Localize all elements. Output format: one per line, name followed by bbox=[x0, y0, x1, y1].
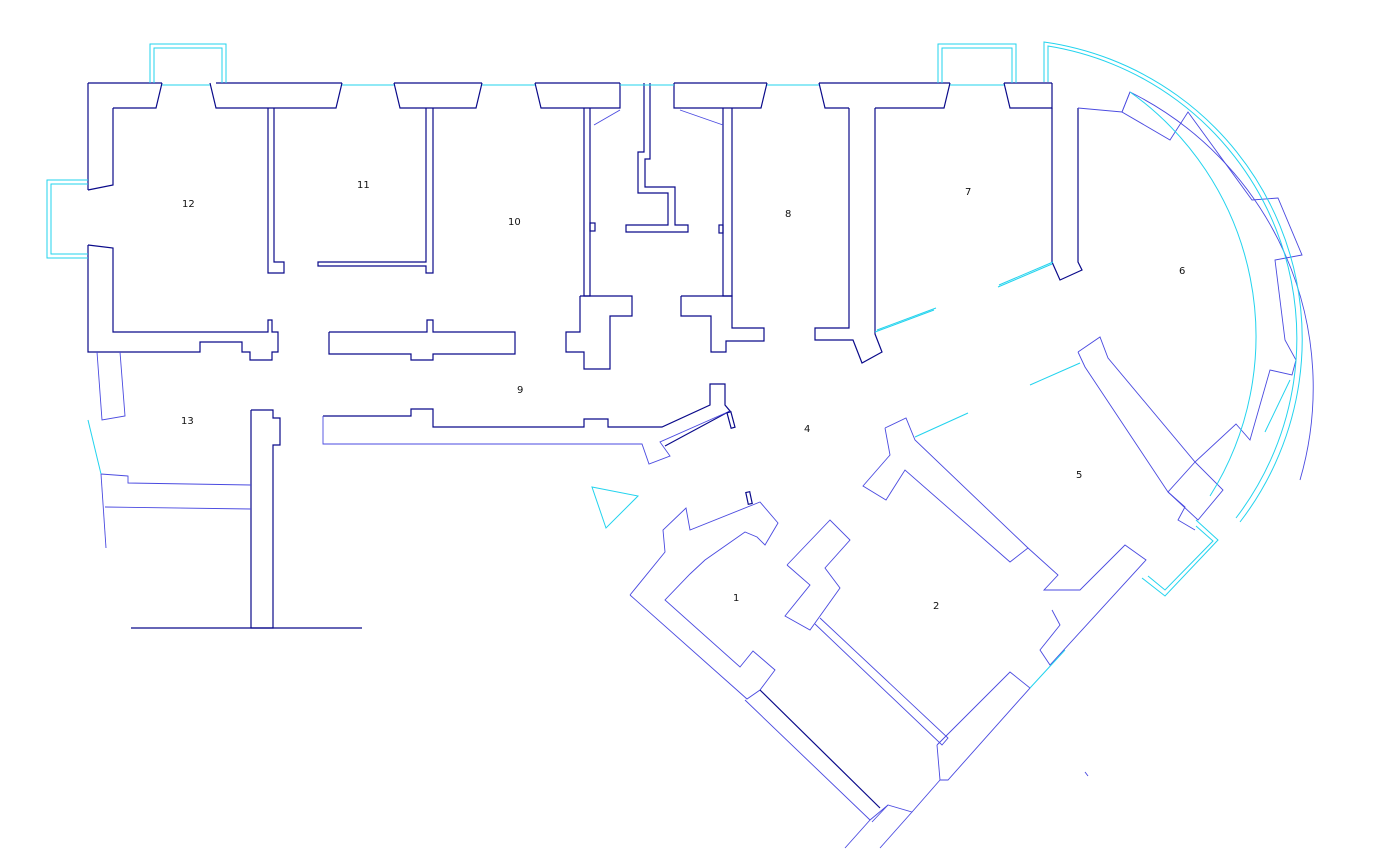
corridor-south-wall-inner bbox=[322, 410, 731, 465]
opening-2 bbox=[1029, 649, 1066, 689]
exterior-walls bbox=[87, 82, 1053, 361]
north-wall-pier-2 bbox=[393, 82, 483, 109]
room-label-7: 7 bbox=[965, 187, 971, 198]
east-wing-walls bbox=[593, 91, 1314, 849]
room13-south-inner bbox=[100, 473, 252, 486]
bay-window-diag-inner bbox=[1147, 525, 1214, 591]
small-mark bbox=[1084, 771, 1089, 777]
bay-window-2 bbox=[937, 43, 1017, 83]
south-diagonal-joint bbox=[871, 804, 889, 823]
room1-east-partition bbox=[784, 519, 851, 631]
room-label-13: 13 bbox=[181, 416, 194, 427]
room-label-11: 11 bbox=[357, 180, 370, 191]
bay-window-2-inner bbox=[941, 47, 1013, 83]
windows bbox=[46, 41, 1303, 689]
partition-stair-8-stub bbox=[718, 224, 724, 234]
room13-south-wall bbox=[100, 473, 107, 549]
north-wall-pier-6 bbox=[875, 82, 951, 109]
triangle-marker bbox=[591, 486, 640, 529]
room-label-2: 2 bbox=[933, 601, 939, 612]
room-label-8: 8 bbox=[785, 209, 791, 220]
west-wall-2 bbox=[87, 244, 279, 361]
curved-window-outer bbox=[1043, 41, 1303, 523]
corridor-south-wall bbox=[323, 383, 731, 447]
opening-5 bbox=[1029, 362, 1081, 386]
curved-wall-piers bbox=[1121, 91, 1303, 521]
partition-7-6 bbox=[1051, 108, 1083, 281]
opening-4 bbox=[914, 412, 969, 438]
opening-7 bbox=[874, 309, 935, 333]
door-swing-10 bbox=[593, 109, 621, 126]
north-wall-pier-3 bbox=[534, 82, 621, 109]
door-swing-8 bbox=[679, 109, 724, 126]
opening-curve-lower bbox=[1264, 379, 1291, 433]
partition-10-stub bbox=[589, 222, 596, 232]
south-diagonal-wall bbox=[759, 689, 881, 809]
room-label-9: 9 bbox=[517, 385, 523, 396]
partition-10-stair bbox=[583, 108, 591, 297]
north-wall-pier-7 bbox=[1003, 82, 1053, 109]
pillar-8-left bbox=[680, 295, 765, 353]
south-diagonal-wall-outer bbox=[744, 699, 941, 821]
north-wall-pier-5 bbox=[818, 82, 849, 109]
bay-window-1-inner bbox=[153, 47, 223, 83]
wall-5-2 bbox=[1027, 544, 1147, 666]
room2-east-wall bbox=[936, 671, 1031, 781]
partition-11-10 bbox=[317, 108, 434, 274]
south-diagonal-tail-2 bbox=[879, 811, 913, 849]
room13-west-wall bbox=[96, 351, 126, 421]
partition-12-11 bbox=[267, 108, 285, 274]
room13-south-inner-2 bbox=[104, 506, 252, 510]
pillar-10-left bbox=[565, 295, 633, 370]
room2-south-wall bbox=[814, 617, 949, 746]
opening-7-b bbox=[876, 307, 937, 331]
room-label-1: 1 bbox=[733, 593, 739, 604]
bay-window-west bbox=[46, 179, 88, 259]
curved-window-inner bbox=[1047, 45, 1298, 519]
room1-door-stub bbox=[745, 491, 753, 505]
curved-wall-outer bbox=[1077, 91, 1314, 481]
bay-window-1 bbox=[149, 43, 227, 83]
bay-window-diag bbox=[1141, 519, 1219, 597]
room-label-10: 10 bbox=[508, 217, 521, 228]
room13-partition bbox=[250, 409, 281, 629]
stair-shaft bbox=[625, 83, 689, 233]
room-label-12: 12 bbox=[182, 199, 195, 210]
north-wall-pier-1 bbox=[209, 82, 343, 109]
curved-window-outer-2 bbox=[1129, 91, 1257, 497]
bay-window-west-inner bbox=[50, 183, 88, 255]
room-label-5: 5 bbox=[1076, 470, 1082, 481]
west-wall-window-reveal bbox=[87, 108, 114, 191]
room-label-6: 6 bbox=[1179, 266, 1185, 277]
wall-6-5-inner bbox=[1077, 351, 1169, 493]
room1-wall bbox=[629, 501, 779, 700]
wall-4-5 bbox=[862, 417, 1029, 563]
north-wall-pier-4 bbox=[673, 82, 768, 109]
opening-6 bbox=[997, 263, 1053, 288]
room-labels: 1 2 4 5 6 7 8 9 10 11 12 13 bbox=[181, 180, 1185, 612]
opening-6-b bbox=[998, 261, 1054, 286]
room-label-4: 4 bbox=[804, 424, 810, 435]
corridor-door-stub bbox=[726, 411, 736, 429]
glazing-7 bbox=[87, 419, 102, 475]
partition-8-7 bbox=[814, 108, 883, 364]
interior-walls bbox=[96, 83, 1083, 629]
corridor-north-wall bbox=[328, 319, 516, 361]
south-diagonal-tail bbox=[844, 819, 871, 849]
north-wall-inner bbox=[113, 82, 163, 109]
wall-6-5 bbox=[1077, 336, 1196, 531]
partition-stair-8 bbox=[722, 108, 733, 297]
